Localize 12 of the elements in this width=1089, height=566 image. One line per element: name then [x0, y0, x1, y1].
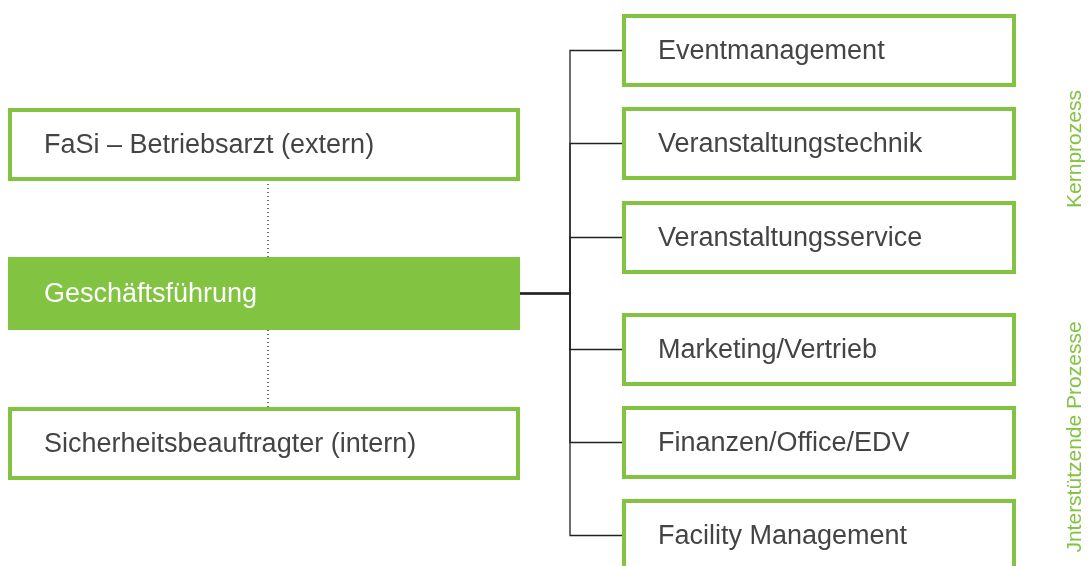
unit-box: Sicherheitsbeauftragter (intern) [8, 407, 520, 480]
unit-box: Veranstaltungsservice [622, 201, 1016, 274]
side-label: Kernprozess [1062, 90, 1086, 208]
unit-box: Veranstaltungstechnik [622, 107, 1016, 180]
highlighted-box: Geschäftsführung [8, 257, 520, 330]
connector-line [519, 292, 623, 537]
side-label: Jnterstützende Prozesse [1062, 321, 1086, 553]
unit-box: Eventmanagement [622, 14, 1016, 87]
unit-box: Facility Management [622, 499, 1016, 566]
unit-box: Finanzen/Office/EDV [622, 406, 1016, 479]
unit-box: FaSi – Betriebsarzt (extern) [8, 108, 520, 181]
unit-box: Marketing/Vertrieb [622, 313, 1016, 386]
